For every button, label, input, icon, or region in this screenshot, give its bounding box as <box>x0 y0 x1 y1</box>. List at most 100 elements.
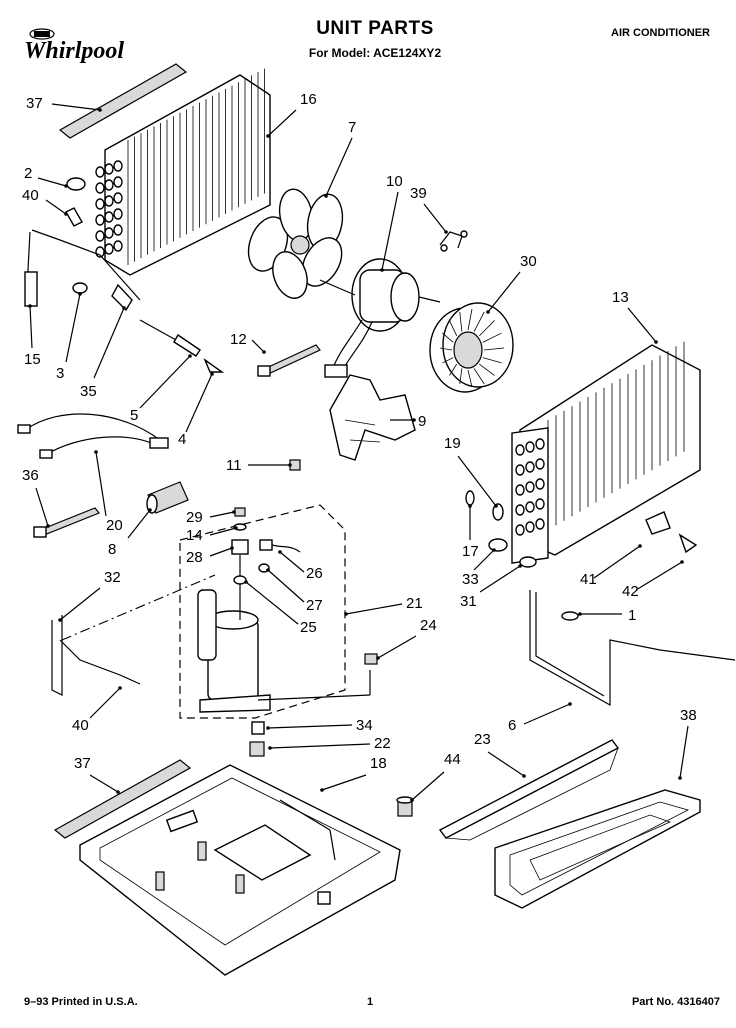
clip-33 <box>488 538 508 552</box>
drain-pan-38 <box>494 789 701 909</box>
leader-tip-38 <box>678 776 682 780</box>
leader-line-19 <box>457 455 497 507</box>
callout-36: 36 <box>22 467 39 484</box>
leader-tip-1 <box>578 612 582 616</box>
callout-12: 12 <box>230 331 247 348</box>
coil-tube <box>104 179 114 191</box>
coil-tube <box>535 518 545 530</box>
callout-44: 44 <box>444 751 461 768</box>
callout-6: 6 <box>508 717 516 734</box>
coil-tube <box>95 214 105 226</box>
leader-line-44 <box>411 771 445 801</box>
blower-vane <box>479 320 495 337</box>
coil-tube <box>113 208 123 220</box>
page-title: UNIT PARTS <box>316 18 434 39</box>
callout-40: 40 <box>22 187 39 204</box>
callout-4: 4 <box>178 431 186 448</box>
nut-24 <box>364 653 378 665</box>
leader-line-38 <box>679 725 689 779</box>
leader-tip-36 <box>46 524 50 528</box>
base-pan <box>79 764 401 976</box>
sleeve-8 <box>146 481 189 514</box>
callout-14: 14 <box>186 527 203 544</box>
blower-vane <box>467 369 473 388</box>
callout-15: 15 <box>24 351 41 368</box>
callout-3: 3 <box>56 365 64 382</box>
coil-tube <box>525 521 535 533</box>
leader-line-5 <box>139 355 191 409</box>
callout-31: 31 <box>460 593 477 610</box>
leader-line-33 <box>473 549 495 571</box>
leader-line-6 <box>523 703 571 725</box>
bracket-42 <box>678 533 698 554</box>
coil-tube <box>95 198 105 210</box>
callout-10: 10 <box>386 173 403 190</box>
callout-34: 34 <box>356 717 373 734</box>
leader-line-24 <box>377 635 417 659</box>
clip-31 <box>519 556 537 568</box>
blower-vane <box>467 308 473 331</box>
leader-line-21 <box>345 603 403 615</box>
motor-mount <box>329 374 416 461</box>
clip-40-top <box>65 207 83 227</box>
leader-tip-39 <box>444 230 448 234</box>
leader-line-37 <box>89 774 119 793</box>
leader-line-36 <box>35 487 49 527</box>
grommet-25 <box>233 575 247 585</box>
coil-tube <box>104 195 114 207</box>
motor-clip <box>439 230 468 252</box>
gasket-strip-top <box>58 63 188 139</box>
leader-tip-32 <box>58 618 62 622</box>
coil-tube <box>95 182 105 194</box>
callout-39: 39 <box>410 185 427 202</box>
callout-20: 20 <box>106 517 123 534</box>
callout-2: 2 <box>24 165 32 182</box>
wire-harness <box>17 413 169 459</box>
print-date: 9–93 Printed in U.S.A. <box>24 996 138 1008</box>
callout-37: 37 <box>74 755 91 772</box>
leader-tip-7 <box>324 194 328 198</box>
whirlpool-logo: Whirlpool <box>24 28 124 64</box>
coil-tube <box>113 176 123 188</box>
capillary-tube <box>24 229 141 312</box>
leader-line-30 <box>487 271 521 313</box>
callout-23: 23 <box>474 731 491 748</box>
bracket-41 <box>645 511 671 535</box>
leader-line-4 <box>185 373 213 433</box>
leader-tip-33 <box>492 548 496 552</box>
leader-line-14 <box>209 527 237 536</box>
leader-line-31 <box>479 565 521 593</box>
coil-tube <box>515 464 525 476</box>
callout-41: 41 <box>580 571 597 588</box>
coil-tube <box>525 501 535 513</box>
callout-27: 27 <box>306 597 323 614</box>
leader-line-37 <box>51 103 101 111</box>
leader-tip-17 <box>468 504 472 508</box>
model-line: For Model: ACE124XY2 <box>308 46 442 60</box>
blower-wheel <box>429 302 514 393</box>
page-number: 1 <box>366 996 374 1008</box>
leader-line-7 <box>325 137 353 197</box>
leader-line-16 <box>267 109 297 137</box>
callout-30: 30 <box>520 253 537 270</box>
callout-9: 9 <box>418 413 426 430</box>
leader-tip-22 <box>268 746 272 750</box>
callout-13: 13 <box>612 289 629 306</box>
fan-motor <box>319 258 441 378</box>
leader-line-8 <box>127 509 151 539</box>
brand-text: Whirlpool <box>24 38 124 64</box>
leader-tip-34 <box>266 726 270 730</box>
coil-tube <box>525 441 535 453</box>
reference-line <box>61 574 216 641</box>
leader-tip-24 <box>376 656 380 660</box>
blower-vane <box>473 311 485 332</box>
grommet-29 <box>234 507 246 517</box>
leader-line-13 <box>627 307 657 343</box>
blower-vane <box>449 363 458 376</box>
callout-18: 18 <box>370 755 387 772</box>
leader-line-28 <box>209 547 233 557</box>
coil-tube <box>113 192 123 204</box>
leader-tip-30 <box>486 310 490 314</box>
leader-tip-4 <box>210 372 214 376</box>
